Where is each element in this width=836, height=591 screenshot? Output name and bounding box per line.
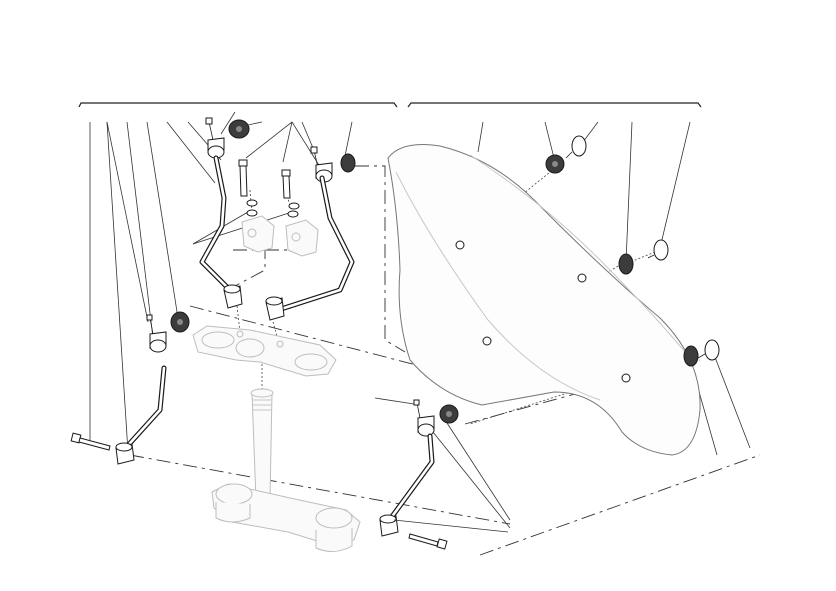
handlebar-riser-right (285, 219, 319, 257)
screw-lower-right (374, 397, 421, 419)
spacer-right-low (697, 339, 720, 361)
spacer-lower-right (417, 415, 435, 437)
rubber-grommet-right-mid (618, 253, 634, 275)
screw-top-left (205, 117, 214, 141)
leader-lines-left (89, 111, 353, 453)
upper-triple-clamp (192, 325, 337, 377)
group-bracket-left (78, 102, 398, 108)
group-bracket-right (407, 102, 702, 108)
handlebar-riser-left (241, 215, 275, 253)
long-bolt-right (408, 533, 448, 550)
lower-triple-clamp (211, 483, 361, 552)
rubber-grommet-right-upper (545, 154, 565, 174)
rubber-grommet-right (340, 153, 356, 173)
long-bolt-left (70, 432, 111, 451)
mounting-bracket-left (199, 155, 243, 309)
rubber-grommet-side-left (170, 311, 190, 333)
windscreen (387, 144, 701, 456)
mounting-bracket-right (265, 175, 355, 321)
spacer-top-right (315, 162, 333, 183)
spacer-side-left (149, 331, 167, 353)
rubber-grommet-top (228, 119, 250, 139)
steering-stem (250, 388, 274, 501)
washer-left (246, 199, 258, 217)
spacer-right-mid (647, 239, 669, 261)
leader-lines-lower (393, 422, 511, 533)
mounting-bracket-lower-left (115, 365, 167, 465)
washer-right (287, 202, 300, 218)
screw-side-left (146, 314, 154, 335)
rubber-grommet-right-low (683, 345, 699, 367)
rubber-grommet-lower-right (439, 404, 459, 424)
riser-bolt-right (281, 169, 291, 199)
spacer-top-left (207, 137, 225, 159)
spacer-right-upper (565, 135, 587, 159)
mounting-bracket-lower-right (379, 433, 435, 537)
riser-bolt-left (238, 159, 248, 197)
